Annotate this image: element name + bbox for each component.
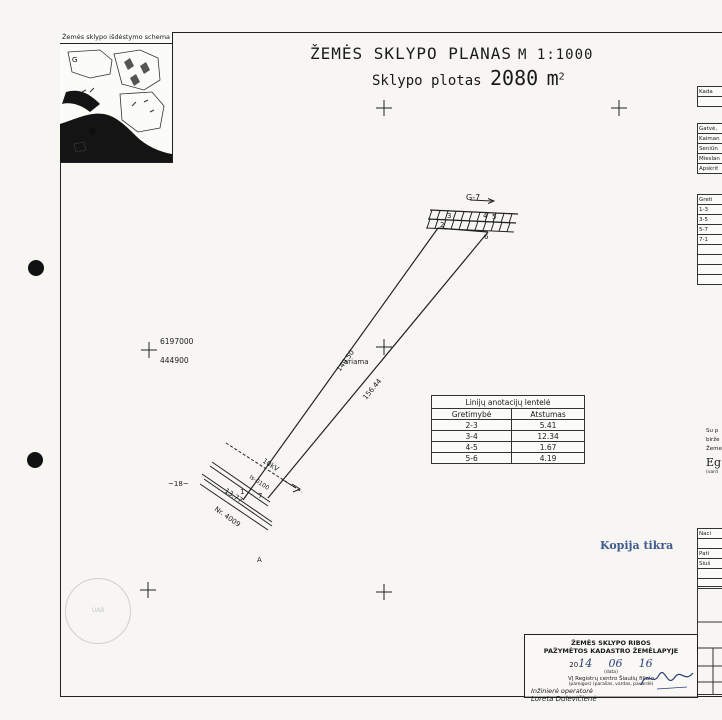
cadastral-registration-stamp: ŽEMĖS SKLYPO RIBOS PAŽYMĖTOS KADASTRO ŽE…	[524, 634, 698, 703]
table-cell: Kaiman	[697, 133, 722, 144]
location-scheme-inset: Žemės sklypo išdėstymo schema G G	[60, 32, 173, 163]
stamp-line: VĮ Registrų centro Šiaulių filialo	[568, 676, 654, 682]
faint-round-stamp: UAB	[65, 578, 131, 644]
point-label: 4	[483, 212, 488, 220]
stamp-signatory: Loreta Dulevičienė	[531, 695, 597, 703]
point-label: 1	[240, 488, 244, 496]
grid-cross	[376, 339, 392, 355]
line-annotation-table: Linijų anotacijų lentelė Gretimybė Atstu…	[430, 395, 585, 464]
inset-mark: G	[90, 128, 95, 136]
copy-true-stamp: Kopija tikra	[600, 539, 674, 552]
point-label: 7	[258, 492, 262, 500]
side-note: birže	[706, 437, 720, 443]
stamp-line: ŽEMĖS SKLYPO RIBOS	[571, 639, 651, 647]
coordinate-east: 444900	[160, 356, 189, 365]
table-cell: Pati	[697, 548, 722, 559]
table-cell: 5.41	[511, 419, 585, 431]
table-cell: 1-3	[697, 204, 722, 215]
plot-boundary-west	[242, 227, 439, 501]
plot-area-exponent: 2	[558, 71, 565, 83]
table-cell: Mieslan	[697, 153, 722, 164]
handwritten-signature	[640, 672, 694, 690]
table-cell: Siuš	[697, 558, 722, 569]
annotation-table-header: Gretimybė	[430, 408, 513, 420]
plot-area: Sklypo plotas 2080 m2	[372, 66, 565, 90]
table-cell: 4-5	[430, 441, 513, 453]
grid-cross	[141, 342, 157, 358]
table-cell: Greti	[697, 194, 722, 205]
table-cell: 3-4	[430, 430, 513, 442]
annotation-table-header: Atstumas	[511, 408, 585, 420]
punch-hole	[27, 452, 43, 468]
point-label: 5	[492, 213, 496, 221]
table-cell: 4.19	[511, 452, 585, 464]
annotation-table-title: Linijų anotacijų lentelė	[431, 395, 585, 409]
stamp-caption: (pareigos) (parašas, vardas, pavardė)	[568, 682, 654, 687]
table-cell: Kada	[697, 86, 722, 97]
side-note: Eg	[706, 456, 722, 469]
inset-title: Žemės sklypo išdėstymo schema	[60, 32, 172, 44]
table-cell: Gatvė,	[697, 123, 722, 134]
point-label: 2	[440, 221, 444, 229]
table-cell: 12.34	[511, 430, 585, 442]
table-cell: 7-1	[697, 234, 722, 245]
grid-cross	[376, 584, 392, 600]
coordinate-north: 6197000	[160, 337, 194, 346]
point-label: A	[257, 556, 262, 564]
plot-area-value: 2080	[490, 66, 539, 90]
table-cell: 3-5	[697, 214, 722, 225]
grid-cross	[376, 100, 392, 116]
table-cell: Seniūn	[697, 143, 722, 154]
table-cell: 5-7	[697, 224, 722, 235]
neighbours-table: Greti 1-3 3-5 5-7 7-1	[697, 194, 722, 285]
grid-cross	[611, 100, 627, 116]
stamp-handwritten-month: 06	[608, 657, 623, 670]
neighbour-label-18: ~18~	[168, 480, 189, 488]
side-note: Su p	[706, 428, 719, 434]
cadastral-id-table: Kada	[697, 86, 722, 107]
road-nr-4009	[199, 461, 273, 531]
road-label: Nr. 4009	[213, 505, 242, 529]
stamp-date: 2014 06 16	[525, 657, 697, 670]
stamp-caption: (data)	[604, 670, 618, 675]
power-line-10kv	[225, 442, 303, 493]
neighbour-g7-strip	[425, 198, 519, 233]
side-note: Žeme	[706, 446, 722, 452]
plan-scale: M 1:1000	[518, 47, 594, 63]
approval-table: Naci Pati Siuš	[697, 528, 722, 589]
drawing-frame	[60, 32, 722, 697]
inset-mark: G	[72, 56, 77, 64]
grid-cross	[140, 582, 156, 598]
side-note: (vard	[706, 470, 718, 475]
neighbour-label-g7: G-7	[466, 193, 480, 202]
point-label: 3	[447, 212, 451, 220]
plot-boundary-east	[267, 231, 489, 499]
table-cell: Naci	[697, 528, 722, 539]
signature-grid	[697, 586, 722, 695]
plan-title-text: ŽEMĖS SKLYPO PLANAS	[310, 44, 513, 63]
land-use-label: ariama	[344, 358, 369, 366]
inset-map: G G	[60, 49, 172, 162]
plot-area-label: Sklypo plotas	[372, 73, 482, 89]
punch-hole	[28, 260, 44, 276]
point-label: 6	[484, 233, 489, 241]
table-cell: 5-6	[430, 452, 513, 464]
plot-area-unit: m	[546, 66, 559, 90]
address-table: Gatvė, Kaiman Seniūn Mieslan Apskrit	[697, 123, 722, 174]
plan-title: ŽEMĖS SKLYPO PLANAS M 1:1000	[310, 44, 593, 63]
stamp-line: PAŽYMĖTOS KADASTRO ŽEMĖLAPYJE	[543, 647, 679, 655]
stamp-year: 20	[569, 661, 579, 669]
table-cell: 1.67	[511, 441, 585, 453]
stamp-handwritten-day: 16	[638, 657, 653, 670]
table-cell: 2-3	[430, 419, 513, 431]
stamp-handwritten-year: 14	[578, 657, 593, 670]
table-cell: Apskrit	[697, 163, 722, 174]
stamp-position: Inžinierė operatorė	[531, 687, 593, 695]
